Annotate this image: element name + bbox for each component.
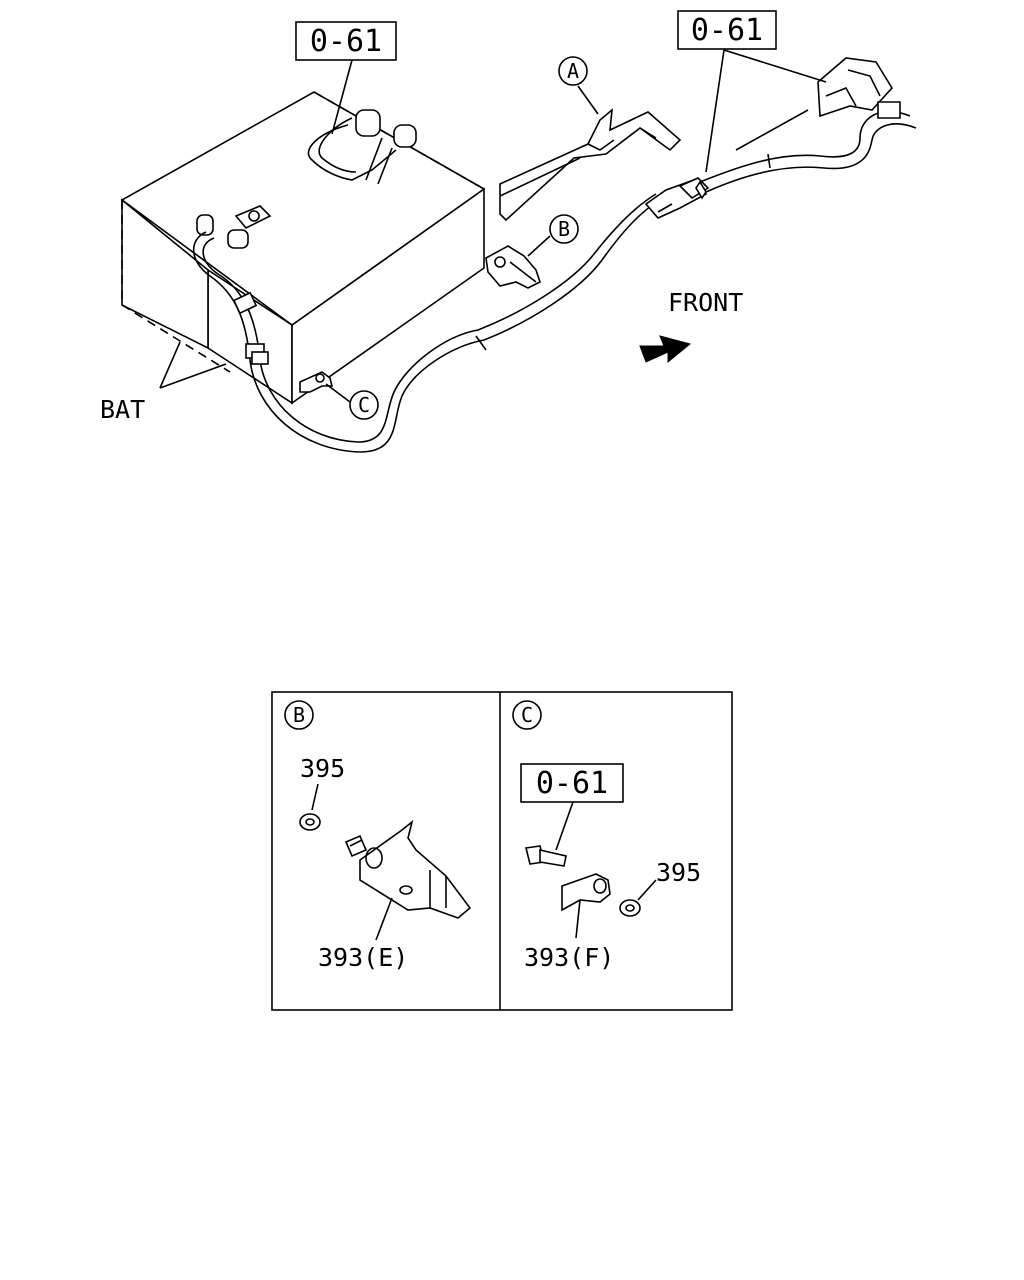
bracket-b-icon: [485, 245, 541, 289]
part-395-b: 395: [300, 754, 345, 783]
ref-box-left: 0-61: [295, 21, 397, 61]
callout-a: A: [558, 56, 588, 86]
svg-text:A: A: [567, 59, 579, 83]
battery-icon: [120, 91, 486, 405]
nut-icon: [619, 899, 641, 917]
bolt-icon: [525, 845, 567, 867]
part-393e: 393(E): [318, 943, 408, 972]
svg-text:0-61: 0-61: [310, 24, 382, 59]
bracket-a-icon: [499, 108, 682, 222]
callout-b: B: [549, 214, 579, 244]
detail-panels: [271, 691, 733, 1011]
front-arrow-icon: [639, 335, 692, 364]
nut-icon: [299, 813, 321, 831]
bracket-icon: [561, 873, 611, 912]
svg-text:0-61: 0-61: [536, 766, 608, 801]
svg-text:C: C: [521, 703, 533, 727]
leader-lines: [159, 49, 827, 403]
svg-text:C: C: [358, 393, 370, 417]
svg-text:B: B: [558, 217, 570, 241]
svg-text:B: B: [293, 703, 305, 727]
svg-text:0-61: 0-61: [691, 13, 763, 48]
bat-label: BAT: [100, 395, 145, 424]
front-label: FRONT: [668, 288, 743, 317]
detail-b: B 395 393(E): [284, 700, 472, 972]
bracket-icon: [359, 819, 472, 919]
cable-icon: [192, 57, 917, 453]
detail-c: C 0-61 395 393(F): [512, 700, 701, 972]
callout-c: C: [349, 390, 379, 420]
bracket-c-icon: [299, 371, 334, 393]
part-393f: 393(F): [524, 943, 614, 972]
part-395-c: 395: [656, 858, 701, 887]
ref-box-right: 0-61: [677, 10, 777, 50]
